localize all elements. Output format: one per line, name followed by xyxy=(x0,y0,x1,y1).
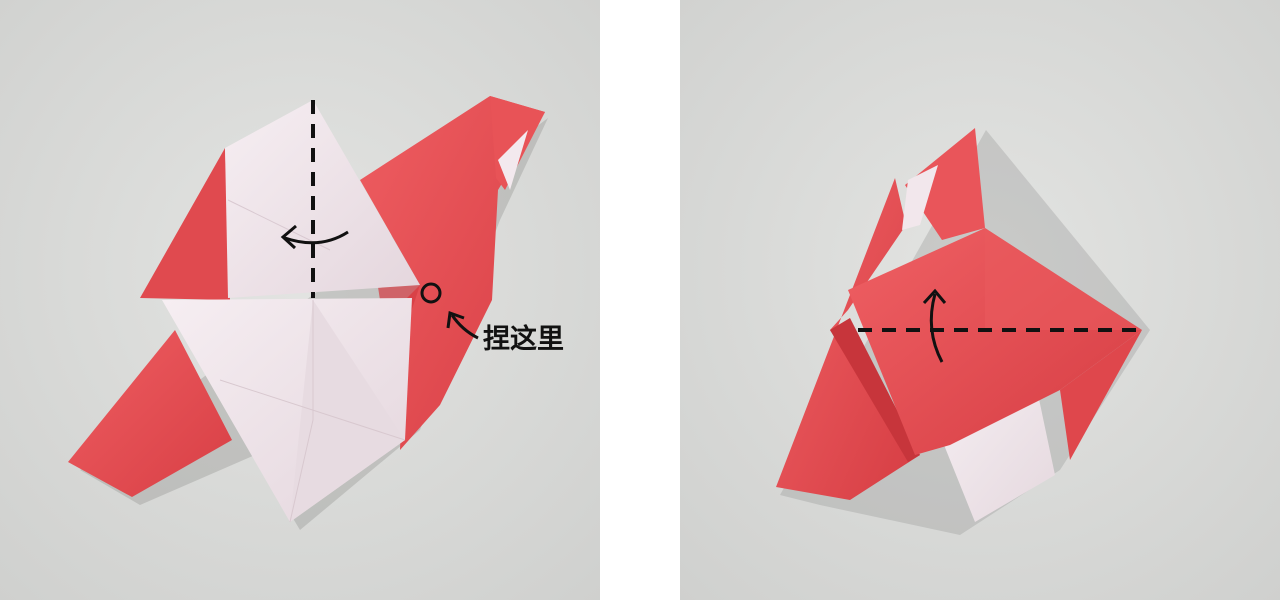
rotate-arrow-icon xyxy=(922,288,947,363)
white-top-sliver xyxy=(902,165,938,230)
rotate-arrow-icon xyxy=(280,224,349,250)
crease-line xyxy=(289,300,314,523)
red-main-flap-highlight xyxy=(985,228,1142,330)
left-step-illustration: 捏这里 xyxy=(0,0,600,600)
left-step-photo: 捏这里 xyxy=(0,0,600,600)
red-fold-edge xyxy=(830,318,920,462)
red-lower-left-flap xyxy=(68,330,232,497)
circle-marker-icon xyxy=(420,282,442,304)
red-upper-left-flap xyxy=(140,148,230,300)
annotation-label: 捏这里 xyxy=(483,323,564,355)
red-right-lower-flap xyxy=(1060,330,1142,460)
right-step-illustration xyxy=(680,0,1280,600)
crease-line xyxy=(219,379,406,441)
red-top-peak xyxy=(905,128,985,240)
right-step-photo xyxy=(680,0,1280,600)
pointer-arrow-icon xyxy=(446,310,479,340)
white-upper-flap xyxy=(225,100,420,298)
white-lower-flap-shade xyxy=(290,300,405,522)
white-edge-sliver xyxy=(498,130,528,190)
